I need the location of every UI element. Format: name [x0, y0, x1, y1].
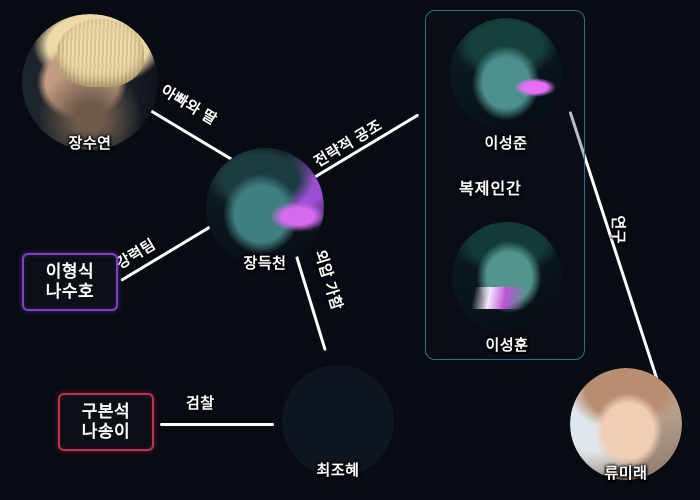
edge-hyeongsik-deukcheon: [120, 221, 218, 282]
node-photo-seonghun[interactable]: [452, 222, 562, 332]
node-photo-mirae[interactable]: [570, 368, 682, 480]
edge-label-bonseok-johye: 검찰: [186, 395, 215, 412]
node-photo-johye[interactable]: [282, 365, 394, 477]
avatar-johye: [282, 365, 394, 477]
edge-label-deukcheon-johye: 외압 가함: [310, 248, 346, 313]
avatar-seonghun: [452, 222, 562, 332]
node-box-bonseok-line1: 구본석: [81, 401, 131, 421]
avatar-seongjun: [450, 18, 562, 130]
edge-label-hyeongsik-deukcheon: 강력팀: [113, 235, 159, 273]
node-box-bonseok[interactable]: 구본석 나송이: [58, 393, 154, 451]
edge-bonseok-johye: [160, 423, 274, 426]
node-box-hyeongsik-line2: 나수호: [45, 282, 95, 301]
node-box-hyeongsik-line1: 이형식: [45, 261, 95, 281]
edge-deukcheon-johye: [290, 241, 327, 351]
node-photo-seongjun[interactable]: [450, 18, 562, 130]
node-photo-suyeon[interactable]: [22, 14, 158, 150]
edge-deukcheon-seongjun: [313, 113, 420, 179]
avatar-mirae: [570, 368, 682, 480]
node-box-bonseok-line2: 나송이: [81, 422, 131, 441]
avatar-suyeon: [22, 14, 158, 150]
node-box-hyeongsik[interactable]: 이형식 나수호: [22, 253, 118, 311]
edge-suyeon-deukcheon: [141, 104, 243, 167]
avatar-deukcheon: [206, 148, 324, 266]
node-photo-deukcheon[interactable]: [206, 148, 324, 266]
